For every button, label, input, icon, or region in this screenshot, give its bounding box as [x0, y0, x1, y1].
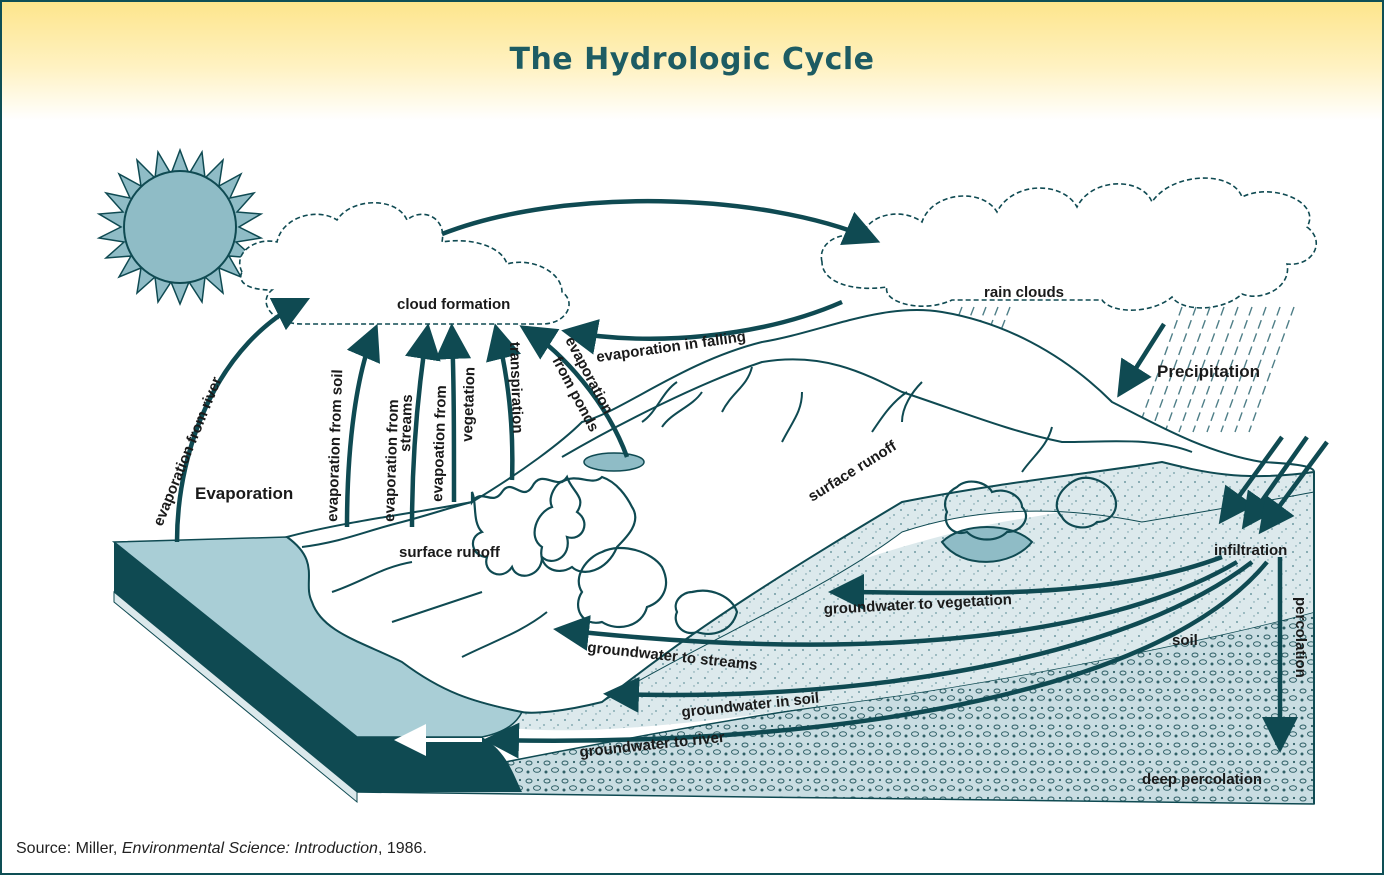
label-evaporation-from-vegetation-1: evapoation from [429, 385, 450, 502]
label-percolation: percolation [1292, 597, 1309, 678]
label-soil: soil [1172, 632, 1198, 649]
label-evaporation-from-vegetation-2: vegetation [459, 367, 479, 443]
label-transpiration: transpiration [506, 342, 526, 434]
arrow-cloud-to-rainclouds [442, 201, 872, 239]
label-evaporation-from-streams-2: streams [397, 394, 416, 452]
label-cloud-formation: cloud formation [397, 296, 510, 313]
source-suffix: , 1986. [378, 840, 427, 857]
label-evaporation-from-soil: evaporation from soil [324, 369, 346, 522]
label-evaporation: Evaporation [195, 484, 293, 503]
hydrologic-cycle-diagram: cloud formation rain clouds evaporation … [2, 2, 1382, 832]
source-book-title: Environmental Science: Introduction [122, 840, 378, 857]
label-infiltration: infiltration [1214, 542, 1287, 559]
rain-clouds [821, 178, 1316, 310]
label-precipitation: Precipitation [1157, 362, 1260, 381]
arrow-evaporation-from-vegetation [452, 332, 454, 502]
label-evaporation-from-river: evaporation from river [150, 374, 225, 528]
label-rain-clouds: rain clouds [984, 284, 1064, 301]
source-citation: Source: Miller, Environmental Science: I… [16, 840, 427, 858]
source-prefix: Source: Miller, [16, 840, 122, 857]
arrow-evaporation-from-soil [347, 332, 374, 527]
label-deep-percolation: deep percolation [1142, 771, 1262, 788]
label-surface-runoff-lower: surface runoff [399, 544, 501, 561]
sun-icon [99, 150, 261, 304]
